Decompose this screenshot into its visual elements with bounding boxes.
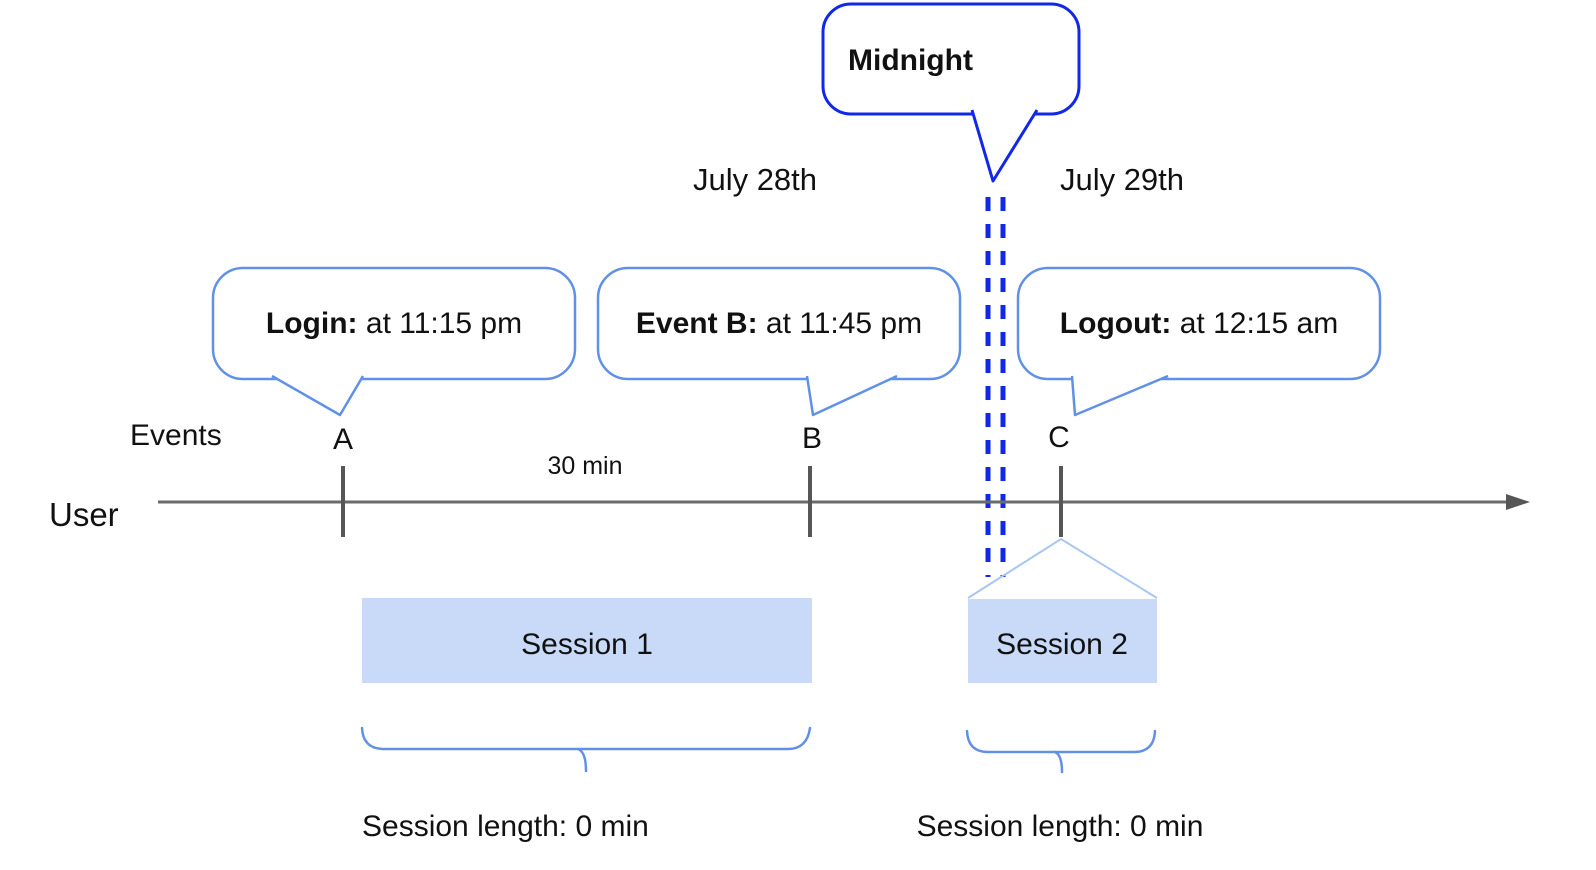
login-callout-value: at 11:15 pm (358, 307, 523, 340)
session-1-label: Session 1 (521, 628, 653, 661)
login-callout-label: Login: (266, 307, 358, 340)
midnight-callout-bubble (821, 2, 1081, 116)
session-1-length-label: Session length: 0 min (362, 810, 649, 843)
user-row-label: User (49, 496, 119, 533)
interval-label: 30 min (547, 452, 622, 480)
session-2-length-label: Session length: 0 min (917, 810, 1204, 843)
session-1-brace (360, 726, 812, 751)
event-marker-a: A (333, 423, 353, 456)
session-2-connector (967, 537, 1158, 599)
login-callout-bubble (211, 266, 577, 381)
logout-callout-tail (1070, 374, 1169, 417)
session-2-bar (968, 599, 1157, 683)
event-b-callout-text: Event B: at 11:45 pm (636, 307, 922, 340)
login-callout-text: Login: at 11:15 pm (266, 307, 522, 340)
midnight-callout-tail (970, 109, 1039, 183)
event-marker-c: C (1048, 421, 1070, 454)
session-1-brace-tick (576, 747, 588, 773)
timeline-arrowhead (1506, 494, 1530, 510)
session-1-bar (362, 598, 812, 683)
event-marker-b: B (802, 422, 822, 455)
events-row-label: Events (130, 419, 222, 452)
session-2-brace (965, 729, 1157, 754)
session-2-brace-tick (1053, 750, 1064, 774)
event-b-callout-tail (805, 374, 898, 417)
event-b-callout-value: at 11:45 pm (758, 307, 923, 340)
date-label-july-29: July 29th (1060, 162, 1184, 197)
login-callout-tail (271, 374, 365, 417)
midnight-callout-label: Midnight (848, 44, 973, 77)
date-label-july-28: July 28th (693, 162, 817, 197)
logout-callout-text: Logout: at 12:15 am (1060, 307, 1338, 340)
logout-callout-bubble (1016, 266, 1382, 381)
event-b-callout-bubble (596, 266, 962, 381)
logout-callout-value: at 12:15 am (1171, 307, 1338, 340)
session-2-label: Session 2 (996, 628, 1128, 661)
logout-callout-label: Logout: (1060, 307, 1172, 340)
event-b-callout-label: Event B: (636, 307, 758, 340)
